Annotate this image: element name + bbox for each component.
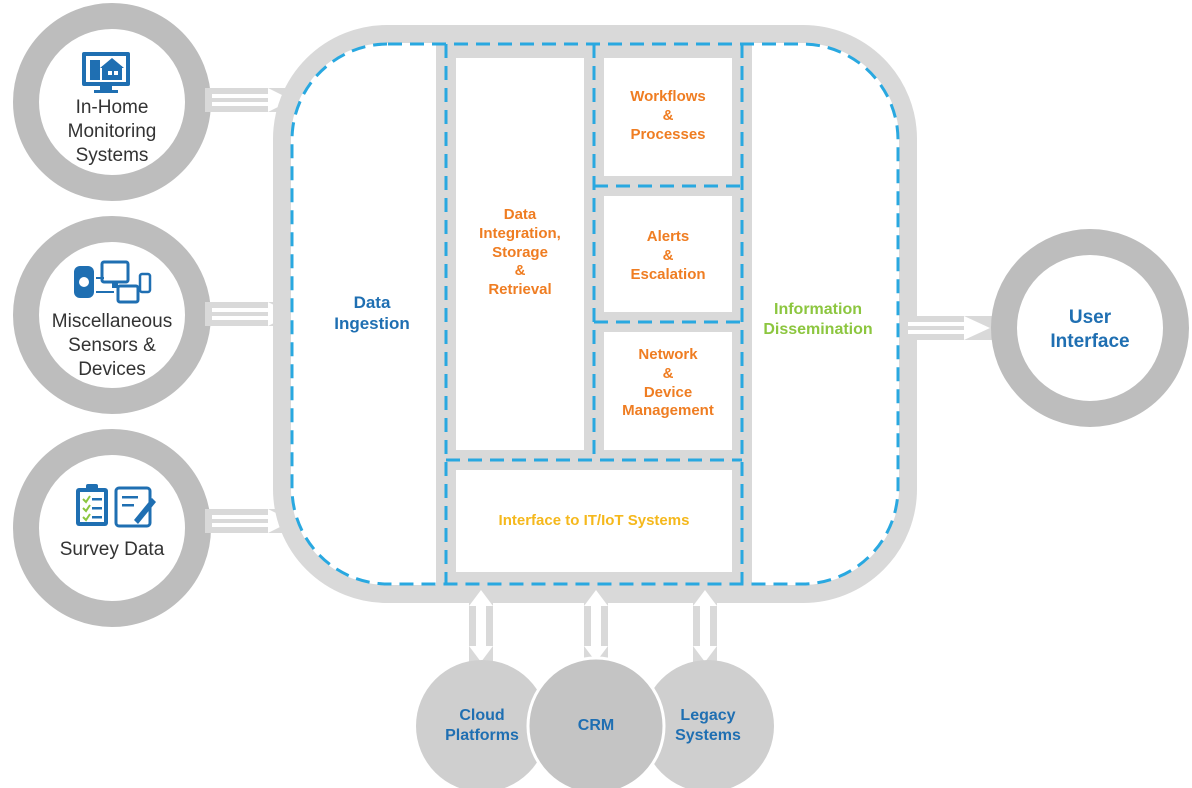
external-crm-circle [526,656,666,788]
panel-workflows [604,58,732,176]
label-alerts: Alerts & Escalation [630,228,706,283]
dashed-outlines [290,42,900,586]
arrow-cloud-bidirectional [469,590,493,662]
external-legacy-circle [642,660,774,788]
source-label-survey: Survey Data [59,539,165,560]
panel-alerts [604,196,732,312]
label-information-dissemination: Information Dissemination [763,301,873,338]
source-label-in-home: In-Home Monitoring Systems [67,97,157,166]
survey-icon [76,484,156,528]
devices-icon [74,260,152,304]
arrow-platform-to-user-interface [900,316,1000,340]
label-interface-it: Interface to IT/IoT Systems [498,512,690,529]
label-workflows: Workflows & Processes [630,88,706,143]
label-crm: CRM [577,717,615,734]
user-interface-circle [991,229,1189,427]
label-cloud-platforms: Cloud Platforms [445,707,519,744]
arrow-legacy-bidirectional [693,590,717,662]
arrow-crm-bidirectional [584,590,608,662]
label-legacy-systems: Legacy Systems [675,707,741,744]
source-label-sensors: Miscellaneous Sensors & Devices [51,311,173,380]
external-cloud-circle [416,660,548,788]
source-circle-survey [13,429,211,627]
label-network: Network & Device Management [622,346,714,420]
source-circle-sensors [13,216,211,414]
home-monitor-icon [82,52,130,93]
panel-network [604,332,732,450]
source-circle-in-home [13,3,211,201]
panel-interface-it [456,470,732,572]
label-data-ingestion: Data Ingestion [334,293,410,334]
label-data-integration: Data Integration, Storage & Retrieval [479,206,561,298]
label-user-interface: User Interface [1050,307,1130,352]
panel-integration [456,58,584,450]
